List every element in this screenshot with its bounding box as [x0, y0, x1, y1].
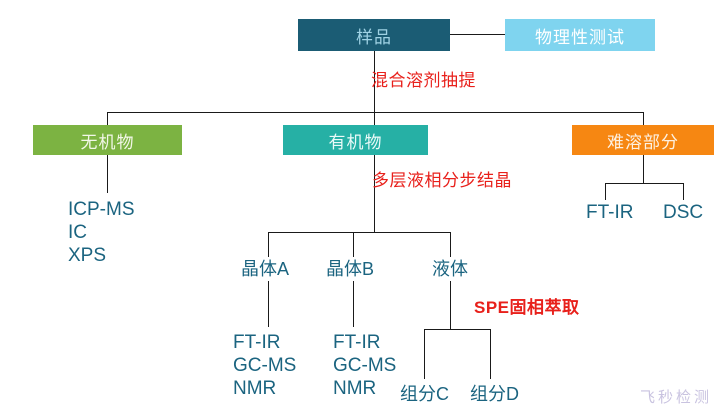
technique-inorganic-1: ICP-MS: [68, 199, 135, 220]
connector-insoluble-stem: [643, 155, 644, 183]
node-fraction-c[interactable]: 组分C: [400, 384, 449, 404]
connector-insoluble-to-dsc: [683, 183, 684, 200]
annotation-spe: SPE固相萃取: [474, 298, 580, 317]
node-crystal-b[interactable]: 晶体B: [326, 259, 375, 279]
connector-bus-to-crystal-a: [268, 232, 269, 257]
technique-crystal-a-2: GC-MS: [233, 355, 297, 376]
annotation-extraction: 混合溶剂抽提: [371, 71, 476, 90]
box-organic[interactable]: 有机物: [283, 125, 428, 155]
connector-spe-to-fraction-d: [490, 329, 491, 379]
connector-spe-bus: [424, 329, 490, 330]
node-fraction-d[interactable]: 组分D: [470, 384, 519, 404]
connector-crystal-b-to-techniques: [353, 281, 354, 327]
node-crystal-a[interactable]: 晶体A: [241, 259, 290, 279]
connector-crystal-a-to-techniques: [268, 281, 269, 327]
watermark: 飞秒检测: [640, 388, 713, 406]
box-physical-test[interactable]: 物理性测试: [505, 19, 655, 51]
connector-organic-stem: [374, 155, 375, 232]
box-insoluble[interactable]: 难溶部分: [572, 125, 714, 155]
connector-liquid-stem: [450, 281, 451, 329]
connector-insoluble-to-ftir: [605, 183, 606, 200]
connector-sample-to-physical: [450, 34, 506, 35]
technique-insoluble-2: DSC: [663, 202, 704, 223]
technique-insoluble-1: FT-IR: [586, 202, 634, 223]
annotation-crystallization: 多层液相分步结晶: [372, 171, 512, 190]
connector-bus-to-inorganic: [107, 112, 108, 125]
connector-level2-bus: [107, 112, 643, 113]
technique-inorganic-3: XPS: [68, 245, 107, 266]
connector-spe-to-fraction-c: [424, 329, 425, 379]
connector-bus-to-crystal-b: [353, 232, 354, 257]
connector-crystallization-bus: [268, 232, 450, 233]
technique-inorganic-2: IC: [68, 222, 87, 243]
technique-crystal-b-3: NMR: [333, 378, 377, 399]
node-liquid[interactable]: 液体: [432, 259, 468, 279]
technique-crystal-b-2: GC-MS: [333, 355, 397, 376]
connector-inorganic-to-techniques: [107, 155, 108, 193]
connector-bus-to-organic: [374, 112, 375, 125]
technique-crystal-b-1: FT-IR: [333, 332, 381, 353]
connector-bus-to-insoluble: [643, 112, 644, 125]
connector-sample-stem: [374, 51, 375, 112]
box-sample[interactable]: 样品: [298, 19, 450, 51]
technique-crystal-a-3: NMR: [233, 378, 277, 399]
connector-insoluble-bus: [605, 183, 683, 184]
connector-bus-to-liquid: [450, 232, 451, 257]
box-inorganic[interactable]: 无机物: [33, 125, 182, 155]
technique-crystal-a-1: FT-IR: [233, 332, 281, 353]
